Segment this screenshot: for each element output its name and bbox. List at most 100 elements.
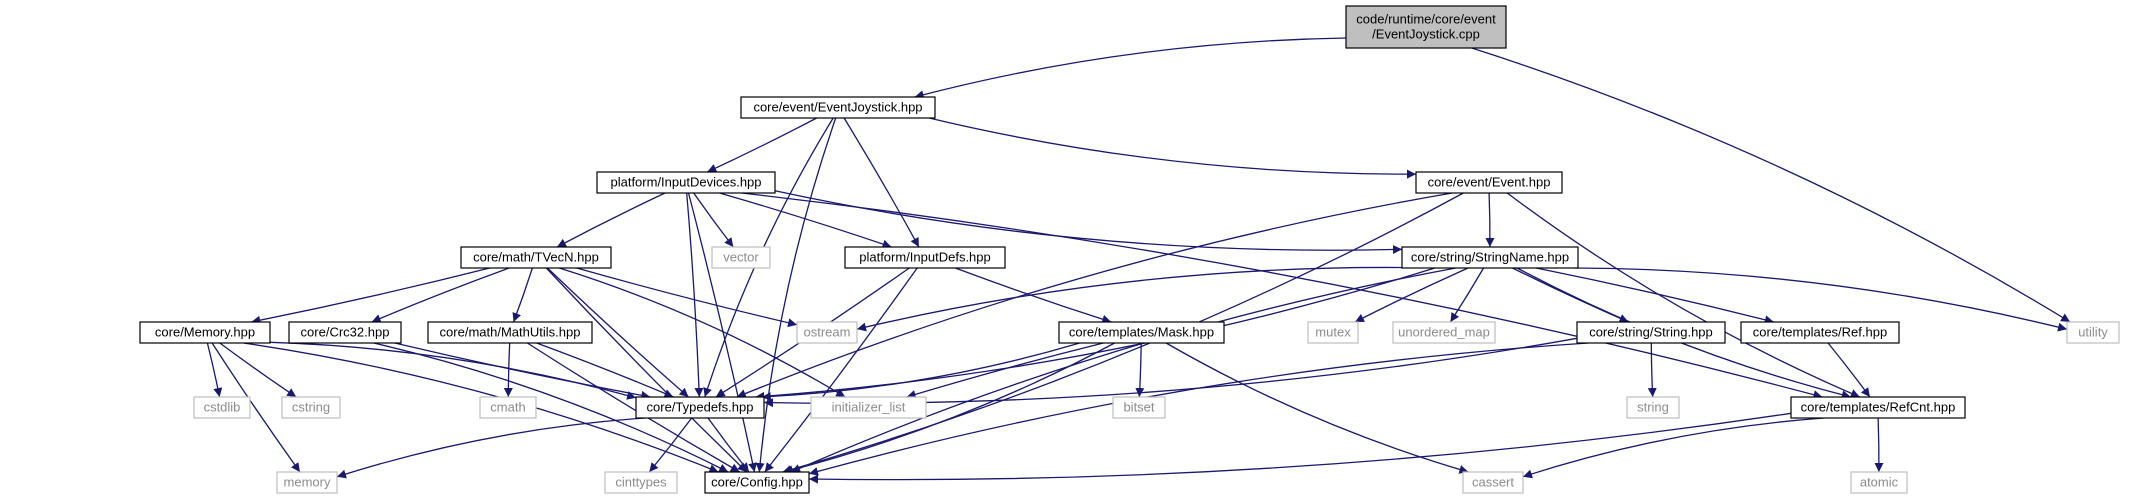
node-core-math-mathutils-hpp[interactable]: core/math/MathUtils.hpp <box>427 321 593 344</box>
node-core-templates-refcnt-hpp[interactable]: core/templates/RefCnt.hpp <box>1790 396 1966 419</box>
edge-mask-to-cfg <box>783 342 1115 475</box>
node-label: core/templates/RefCnt.hpp <box>1801 400 1956 415</box>
node-label: vector <box>723 250 759 265</box>
node-core-string-stringname-hpp[interactable]: core/string/StringName.hpp <box>1401 246 1579 269</box>
edge-rc-to-atomic <box>1874 417 1884 473</box>
node-label: core/math/MathUtils.hpp <box>440 325 581 340</box>
node-label: bitset <box>1123 400 1154 415</box>
node-core-string-string-hpp[interactable]: core/string/String.hpp <box>1576 321 1726 344</box>
node-platform-inputdevices-hpp[interactable]: platform/InputDevices.hpp <box>596 171 776 194</box>
edge-mu-to-cmath <box>503 342 513 398</box>
node-label: unordered_map <box>1398 325 1490 340</box>
node-box <box>844 246 1006 269</box>
node-box <box>604 471 678 494</box>
node-label: core/event/EventJoystick.hpp <box>753 100 922 115</box>
node-core-memory-hpp[interactable]: core/Memory.hpp <box>139 321 271 344</box>
edge-rc-to-cfg <box>808 412 1792 484</box>
node-core-typedefs-hpp[interactable]: core/Typedefs.hpp <box>635 396 765 419</box>
node-initializer-list: initializer_list <box>810 396 927 419</box>
node-core-event-event-hpp[interactable]: core/event/Event.hpp <box>1415 171 1563 194</box>
node-box <box>460 246 612 269</box>
edge-mask-to-cassert <box>1165 342 1469 474</box>
edge-pidefs-to-cfg <box>764 267 918 473</box>
node-core-templates-ref-hpp[interactable]: core/templates/Ref.hpp <box>1740 321 1900 344</box>
node-box <box>1790 396 1966 419</box>
node-box <box>193 396 251 419</box>
node-label: platform/InputDevices.hpp <box>610 175 761 190</box>
node-box <box>1626 396 1680 419</box>
edge-pid-to-vector <box>693 192 734 248</box>
node-ostream: ostream <box>796 321 858 344</box>
node-core-event-eventjoystick-hpp[interactable]: core/event/EventJoystick.hpp <box>740 96 936 119</box>
node-core-crc32-hpp[interactable]: core/Crc32.hpp <box>288 321 402 344</box>
node-box <box>704 471 810 494</box>
node-label: memory <box>284 475 331 490</box>
edge-rc-to-cassert <box>1522 417 1825 479</box>
edge-crc-to-td <box>394 342 651 400</box>
edge-mask-to-td <box>761 342 1080 402</box>
node-label: atomic <box>1860 475 1899 490</box>
edge-td-to-memory <box>336 417 646 479</box>
edge-td-to-cint <box>648 417 693 473</box>
node-box <box>1112 396 1166 419</box>
node-memory: memory <box>276 471 338 494</box>
node-label: cstdlib <box>204 400 241 415</box>
edge-ej-to-ev <box>928 117 1417 179</box>
node-box <box>479 396 537 419</box>
node-box <box>740 96 936 119</box>
edge-tvec-to-cfg <box>545 267 748 473</box>
node-label: core/templates/Ref.hpp <box>1753 325 1887 340</box>
node-cstring: cstring <box>281 396 341 419</box>
edge-mu-to-cfg <box>526 342 741 473</box>
node-cmath: cmath <box>479 396 537 419</box>
node-label: mutex <box>1315 325 1351 340</box>
node-label: core/Config.hpp <box>711 475 803 490</box>
edge-tvec-to-crc <box>371 267 510 323</box>
node-label: core/math/TVecN.hpp <box>473 250 599 265</box>
edge-mem-to-td <box>269 341 637 400</box>
node-box <box>2066 321 2120 344</box>
node-box <box>288 321 402 344</box>
node-box <box>1058 321 1225 344</box>
node-box <box>810 396 927 419</box>
node-box <box>281 396 341 419</box>
node-bitset: bitset <box>1112 396 1166 419</box>
node-core-math-tvecn-hpp[interactable]: core/math/TVecN.hpp <box>460 246 612 269</box>
node-label: core/string/StringName.hpp <box>1411 250 1569 265</box>
node-box <box>1462 471 1524 494</box>
edge-sn-to-td <box>755 267 1435 401</box>
edge-mask-to-il <box>906 342 1104 399</box>
edge-mem-to-cfg <box>243 342 719 473</box>
node-core-templates-mask-hpp[interactable]: core/templates/Mask.hpp <box>1058 321 1225 344</box>
node-label: core/templates/Mask.hpp <box>1069 325 1214 340</box>
node-label: cassert <box>1472 475 1514 490</box>
edge-pid-to-pidefs <box>719 192 892 249</box>
node-unordered-map: unordered_map <box>1392 321 1496 344</box>
node-label: /EventJoystick.cpp <box>1372 27 1480 42</box>
node-platform-inputdefs-hpp[interactable]: platform/InputDefs.hpp <box>844 246 1006 269</box>
edge-root-to-utility <box>1471 47 2071 323</box>
edge-tvec-to-ostream <box>576 267 798 328</box>
edge-td-to-cfg <box>707 417 750 473</box>
node-atomic: atomic <box>1850 471 1908 494</box>
node-label: utility <box>2078 325 2108 340</box>
node-box <box>276 471 338 494</box>
node-box <box>1850 471 1908 494</box>
node-label: string <box>1637 400 1669 415</box>
edge-ev-to-rc <box>1506 192 1861 398</box>
edge-crc-to-cfg <box>373 342 729 473</box>
node-box <box>1345 5 1507 49</box>
node-label: cinttypes <box>615 475 667 490</box>
node-label: ostream <box>804 325 851 340</box>
edge-sn-to-cfg <box>790 267 1456 473</box>
node-box <box>1415 171 1563 194</box>
node-box <box>1576 321 1726 344</box>
edge-tvec-to-mu <box>512 267 534 323</box>
edge-ev-to-sn <box>1485 192 1495 248</box>
node-core-config-hpp[interactable]: core/Config.hpp <box>704 471 810 494</box>
edge-str-to-string <box>1647 342 1657 398</box>
node-label: core/event/Event.hpp <box>1428 175 1551 190</box>
edge-mem-to-memory <box>211 342 301 473</box>
node-vector: vector <box>711 246 771 269</box>
